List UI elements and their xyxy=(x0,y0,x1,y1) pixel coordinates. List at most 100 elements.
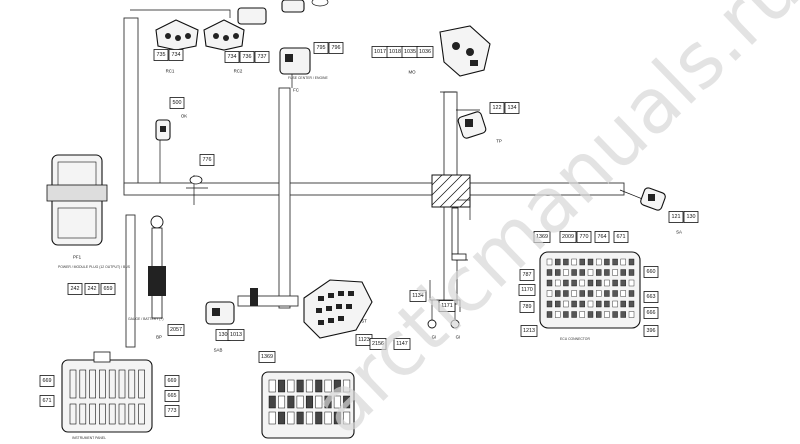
dash-pin xyxy=(118,369,126,399)
wire-tag-122: 122 xyxy=(489,102,505,114)
wire-tag-label: 671 xyxy=(617,234,626,240)
connector-rc1: RC1 xyxy=(155,19,199,74)
ecu-pin xyxy=(571,279,577,287)
wire-tag-label: 2009 xyxy=(562,234,574,240)
ecu-pin xyxy=(546,269,553,276)
fuse-cell xyxy=(268,379,276,393)
wire-tag-label: 669 xyxy=(43,378,52,384)
fuse-cell xyxy=(287,379,295,393)
wire-tag-121: 121 xyxy=(668,211,684,223)
ecu-pin xyxy=(620,300,626,308)
ecu-pin xyxy=(628,258,635,266)
dash-pin xyxy=(138,369,145,399)
fuse-cell xyxy=(343,411,351,425)
ecu-pin xyxy=(546,290,553,297)
wire-tag-label: 1369 xyxy=(536,234,548,240)
wire-tag-734: 734 xyxy=(168,49,184,61)
wire-tag-787: 787 xyxy=(519,269,535,281)
sa-label: SA xyxy=(676,230,682,235)
fuse-cell xyxy=(324,411,332,425)
ecu-pin xyxy=(620,290,626,297)
fuse-cell xyxy=(333,395,341,409)
connector-bt xyxy=(451,207,467,261)
ecu-pin xyxy=(546,279,553,287)
wire-tag-label: 1017 xyxy=(374,49,386,55)
ecu-pin xyxy=(571,311,577,318)
wire-tag-660: 660 xyxy=(643,266,659,278)
dash-pin xyxy=(99,403,106,425)
wire-tag-label: 736 xyxy=(243,54,252,60)
wire-tag-795: 795 xyxy=(313,42,329,54)
fuse-cell xyxy=(324,379,332,393)
wire-tag-label: 789 xyxy=(523,304,532,310)
trunk-horizontal-main xyxy=(123,182,625,196)
junction-block xyxy=(431,174,471,208)
dash-pin xyxy=(69,369,77,399)
ecu-pin xyxy=(596,290,602,297)
ecu-pin xyxy=(587,279,594,287)
ecu-pin xyxy=(612,258,618,266)
wire-tag-396: 396 xyxy=(643,325,659,337)
wire-tag-663: 663 xyxy=(643,291,659,303)
wire-tag-736: 736 xyxy=(239,51,255,63)
wire-tag-label: 787 xyxy=(523,272,532,278)
dash-pin xyxy=(89,403,96,425)
fuse-cell xyxy=(305,395,313,409)
wire-tag-1171: 1171 xyxy=(438,300,456,312)
ecu-pin xyxy=(612,290,618,297)
ecu-pin xyxy=(571,300,577,308)
fuse-cell xyxy=(268,411,276,425)
ecu-pin xyxy=(628,311,635,318)
wire-tag-1147: 1147 xyxy=(393,338,411,350)
ecu-pin xyxy=(587,311,594,318)
wire-tag-134: 134 xyxy=(504,102,520,114)
wire-tag-659: 659 xyxy=(100,283,116,295)
dash-caption: INSTRUMENT PANEL xyxy=(72,436,106,440)
ecu-pin xyxy=(555,258,561,266)
wire-tag-666: 666 xyxy=(643,307,659,319)
connector-tp: TP xyxy=(457,111,502,144)
wire-tag-label: 396 xyxy=(647,328,656,334)
wire-tag-671: 671 xyxy=(613,231,629,243)
wire-tag-669: 669 xyxy=(39,375,55,387)
wire-tag-label: 1170 xyxy=(521,287,533,293)
wire-tag-label: 764 xyxy=(598,234,607,240)
ecu-pin xyxy=(587,258,594,266)
branch-tp xyxy=(440,91,480,111)
fuse-cells xyxy=(268,379,351,425)
connector-st: ST xyxy=(303,279,373,339)
ecu-pin xyxy=(579,258,585,266)
fuse-cell xyxy=(333,379,341,393)
ok-label: OK xyxy=(181,114,187,119)
wire-tag-1134: 1134 xyxy=(409,290,427,302)
fc-label: FC xyxy=(293,88,299,93)
mo-label: MO xyxy=(408,70,416,75)
wire-tag-label: 776 xyxy=(203,157,212,163)
ecu-pin xyxy=(546,300,553,308)
dash-pin xyxy=(128,403,136,425)
ecu-pin xyxy=(596,269,602,276)
wire-tag-label: 1171 xyxy=(441,303,453,309)
ecu-pin xyxy=(604,258,610,266)
wire-tag-500: 500 xyxy=(169,97,185,109)
wire-tag-label: 1213 xyxy=(523,328,535,334)
ecu-pin xyxy=(546,258,553,266)
wire-tag-label: 130 xyxy=(219,332,228,338)
dash-pin xyxy=(69,403,77,425)
wire-tag-130: 130 xyxy=(683,211,699,223)
wire-tag-776: 776 xyxy=(199,154,215,166)
fuse-cell xyxy=(287,395,295,409)
fuse-cell xyxy=(324,395,332,409)
wire-tag-label: 671 xyxy=(43,398,52,404)
ecu-pin xyxy=(596,311,602,318)
st-label: ST xyxy=(361,319,367,324)
fuse-cell xyxy=(305,379,313,393)
wire-tag-label: 2057 xyxy=(170,327,182,333)
wire-tag-773: 773 xyxy=(164,405,180,417)
connector-top-small xyxy=(237,0,329,25)
ecu-pin xyxy=(587,290,594,297)
connector-mo: MO xyxy=(408,25,491,77)
wire-tag-669: 669 xyxy=(164,375,180,387)
watermark: arcticmanuals.ru xyxy=(296,0,800,444)
ecu-pin xyxy=(563,279,569,287)
